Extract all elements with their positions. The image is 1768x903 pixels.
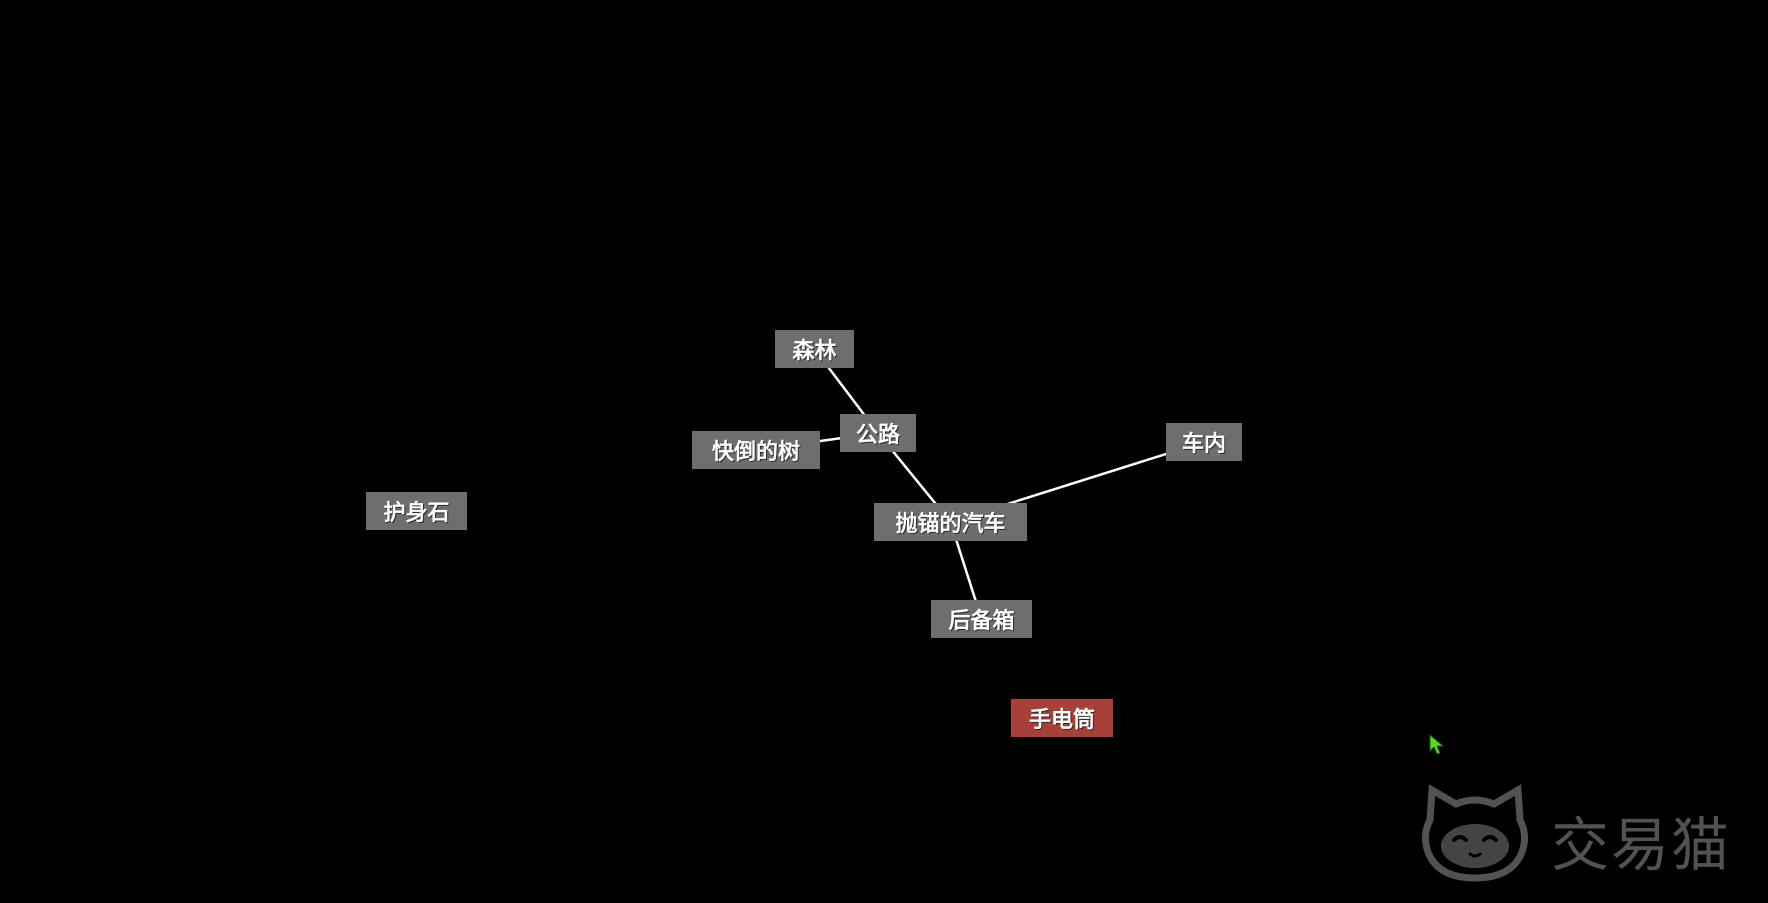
node-road[interactable]: 公路	[840, 414, 916, 452]
node-trunk-label: 后备箱	[948, 609, 1015, 634]
node-road-label: 公路	[855, 423, 900, 448]
cat-logo-icon	[1421, 784, 1529, 882]
node-broken-down-car[interactable]: 抛锚的汽车	[874, 503, 1027, 541]
node-flashlight-label: 手电筒	[1028, 708, 1095, 733]
watermark: 交易猫	[1416, 780, 1746, 886]
node-car-interior-label: 车内	[1181, 432, 1226, 457]
node-forest-label: 森林	[792, 339, 837, 364]
node-flashlight[interactable]: 手电筒	[1011, 699, 1113, 737]
watermark-text: 交易猫	[1551, 811, 1732, 879]
node-amulet-stone[interactable]: 护身石	[366, 492, 467, 530]
mouse-cursor-icon	[1429, 734, 1445, 755]
node-fallen-tree-label: 快倒的树	[711, 440, 800, 465]
node-broken-down-car-label: 抛锚的汽车	[895, 512, 1006, 537]
node-trunk[interactable]: 后备箱	[931, 600, 1032, 638]
node-car-interior[interactable]: 车内	[1166, 423, 1242, 461]
node-forest[interactable]: 森林	[775, 330, 854, 368]
node-fallen-tree[interactable]: 快倒的树	[692, 431, 820, 469]
node-amulet-stone-label: 护身石	[383, 501, 450, 526]
